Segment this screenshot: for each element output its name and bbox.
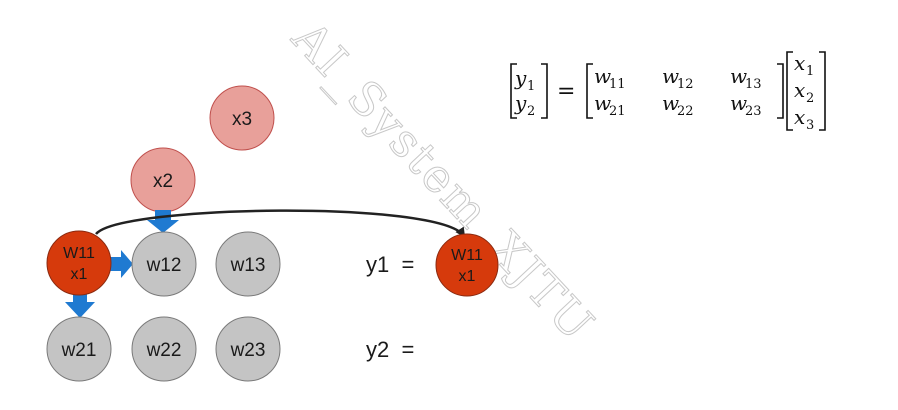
vector-x2-base: x <box>794 78 805 102</box>
matrix-equation: y 1 y 2 = w 11 w 12 w 13 w 21 w 22 w 23 … <box>510 51 826 133</box>
curve-arrow-w11-to-y1 <box>95 209 466 238</box>
matrix-w12-base: w <box>662 64 679 88</box>
output-label-y2: y2 = <box>366 337 414 362</box>
matrix-w13-base: w <box>730 64 747 88</box>
weight-node-w22-label: w22 <box>146 340 182 361</box>
matrix-w11-sub: 11 <box>609 77 626 92</box>
lhs-y1-sub: 1 <box>527 79 535 94</box>
lhs-y1-base: y <box>514 66 527 90</box>
arrow-down-w11-to-w21 <box>65 293 95 318</box>
arrow-right-w11-to-w12 <box>110 250 133 278</box>
matrix-w21-base: w <box>594 91 611 115</box>
lhs-bracket-left <box>510 63 517 119</box>
matrix-w11-base: w <box>594 64 611 88</box>
weight-node-w11-bottom: x1 <box>71 266 88 283</box>
matrix-w22-sub: 22 <box>677 104 694 119</box>
vector-x2-sub: 2 <box>806 91 814 106</box>
input-node-x2-label: x2 <box>153 171 173 192</box>
lhs-bracket-right <box>541 63 548 119</box>
output-node-y1: W11 x1 <box>435 233 499 297</box>
weight-node-w23: w23 <box>215 316 281 382</box>
vector-x3-base: x <box>794 105 805 129</box>
weight-node-w12-label: w12 <box>146 255 182 276</box>
weight-node-w21-label: w21 <box>61 340 97 361</box>
weight-node-w21: w21 <box>46 316 112 382</box>
matrix-w21-sub: 21 <box>609 104 626 119</box>
matrix-w13-sub: 13 <box>745 77 762 92</box>
weight-node-w12: w12 <box>131 231 197 297</box>
matrix-bracket-left <box>586 63 593 119</box>
lhs-y1: y 1 <box>514 66 535 94</box>
lhs-y2-sub: 2 <box>527 104 535 119</box>
vector-x1-sub: 1 <box>806 64 814 79</box>
matrix-w23-sub: 23 <box>745 104 762 119</box>
weight-node-w11-top: W11 <box>63 245 95 262</box>
vector-x1-base: x <box>794 51 805 75</box>
output-node-y1-bottom: x1 <box>459 268 476 285</box>
input-node-x3-label: x3 <box>232 109 252 130</box>
weight-node-w22: w22 <box>131 316 197 382</box>
vector-x3-sub: 3 <box>806 118 814 133</box>
matrix-bracket-right <box>777 63 784 119</box>
watermark: AI_System_XJTU <box>281 10 605 352</box>
matrix-w22-base: w <box>662 91 679 115</box>
input-node-x2: x2 <box>130 147 196 213</box>
output-node-y1-top: W11 <box>451 247 483 264</box>
vector-bracket-left <box>786 51 793 131</box>
matrix-w12-sub: 12 <box>677 77 694 92</box>
weight-node-w23-label: w23 <box>230 340 266 361</box>
arrow-down-x2-to-w12 <box>147 210 179 233</box>
weight-node-w13-label: w13 <box>230 255 266 276</box>
lhs-y2-base: y <box>514 91 527 115</box>
output-label-y1: y1 = <box>366 252 414 277</box>
equals-sign: = <box>557 79 575 104</box>
weight-node-w13: w13 <box>215 231 281 297</box>
input-node-x3: x3 <box>209 85 275 151</box>
matrix-w23-base: w <box>730 91 747 115</box>
lhs-y2: y 2 <box>514 91 535 119</box>
weight-node-w11: W11 x1 <box>46 230 112 296</box>
vector-bracket-right <box>819 51 826 131</box>
